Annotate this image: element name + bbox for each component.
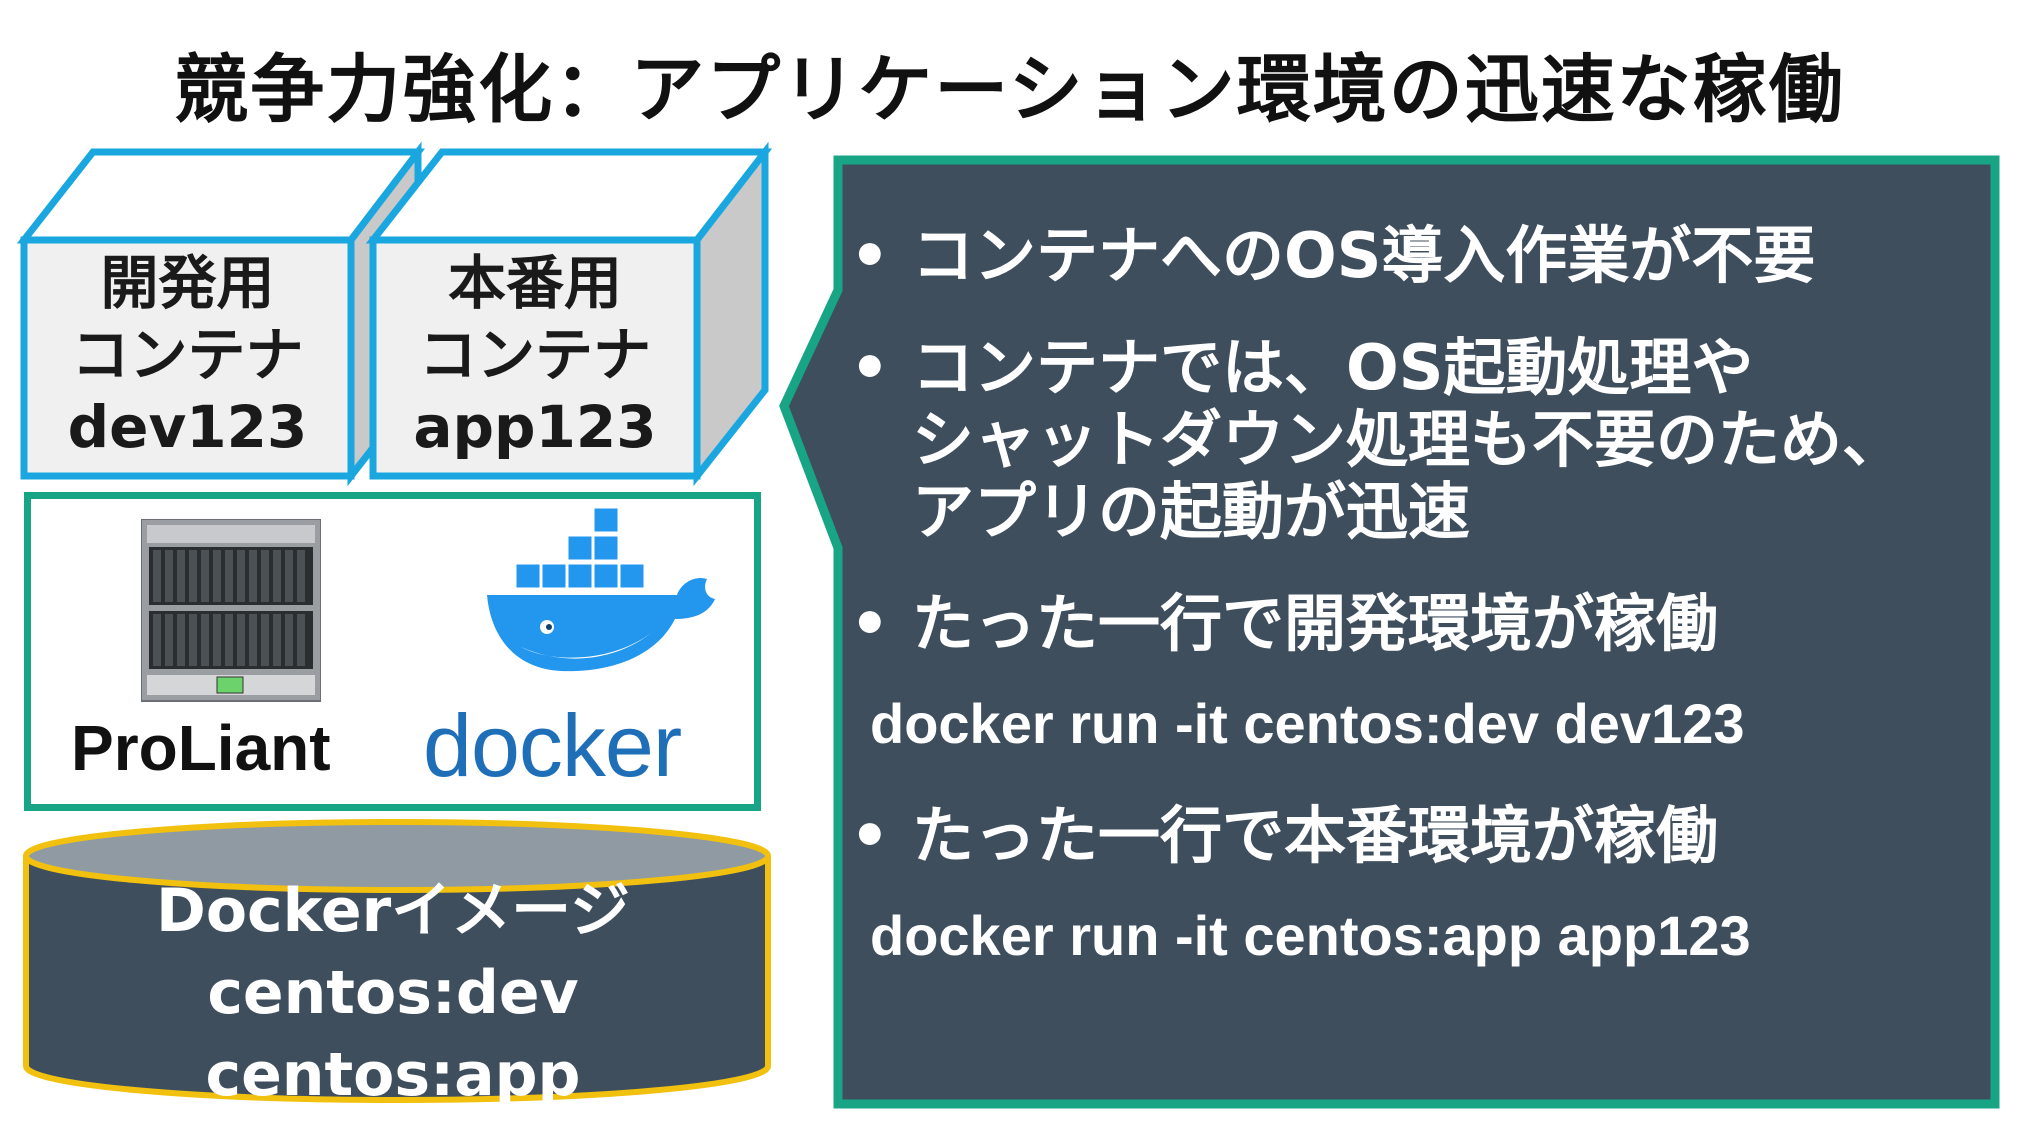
- docker-wordmark: docker: [423, 696, 682, 795]
- blade-server-icon: [141, 519, 321, 702]
- docker-image-item: centos:app: [205, 1040, 581, 1110]
- docker-image-title: Dockerイメージ: [156, 876, 630, 946]
- app-container-label: 本番用 コンテナ app123: [373, 247, 697, 463]
- bullet-text: たった一行で開発環境が稼働: [912, 587, 1719, 660]
- docker-image-store: [23, 819, 771, 1103]
- dev-run-command: docker run -it centos:dev dev123: [870, 692, 1745, 755]
- bullet-dot-icon: •: [850, 331, 890, 404]
- bullet-dot-icon: •: [850, 799, 890, 872]
- docker-image-list: Dockerイメージ centos:dev centos:app: [22, 870, 764, 1116]
- bullet-item: • たった一行で本番環境が稼働: [850, 800, 1990, 872]
- proliant-label: ProLiant: [71, 712, 331, 784]
- app-container-purpose: 本番用: [447, 249, 622, 317]
- dev-container-name: dev123: [67, 393, 308, 461]
- bullet-item: • たった一行で開発環境が稼働: [850, 588, 1990, 660]
- dev-container-purpose: 開発用: [100, 249, 275, 317]
- docker-image-item: centos:dev: [207, 958, 579, 1028]
- bullet-dot-icon: •: [850, 587, 890, 660]
- bullet-item: • コンテナへのOS導入作業が不要: [850, 220, 1990, 292]
- app-run-command: docker run -it centos:app app123: [870, 904, 1751, 967]
- dev-container-label: 開発用 コンテナ dev123: [24, 247, 351, 463]
- app-container-name: app123: [413, 393, 657, 461]
- docker-whale-icon: [487, 507, 715, 672]
- bullet-text: シャットダウン処理も不要のため、: [912, 403, 1905, 476]
- bullet-text: たった一行で本番環境が稼働: [912, 799, 1719, 872]
- dev-container-type: コンテナ: [71, 321, 304, 389]
- bullet-text: コンテナへのOS導入作業が不要: [912, 219, 1816, 292]
- callout-bullet-list: • コンテナへのOS導入作業が不要 • コンテナでは、OS起動処理や シャットダ…: [850, 220, 1990, 972]
- bullet-item: • コンテナでは、OS起動処理や シャットダウン処理も不要のため、 アプリの起動…: [850, 332, 1990, 548]
- bullet-text: コンテナでは、OS起動処理や: [912, 331, 1754, 404]
- bullet-dot-icon: •: [850, 219, 890, 292]
- bullet-text: アプリの起動が迅速: [912, 475, 1471, 548]
- slide-title: 競争力強化：アプリケーション環境の迅速な稼働: [174, 47, 1845, 133]
- app-container-type: コンテナ: [418, 321, 651, 389]
- host-box: ProLiant docker: [24, 492, 761, 811]
